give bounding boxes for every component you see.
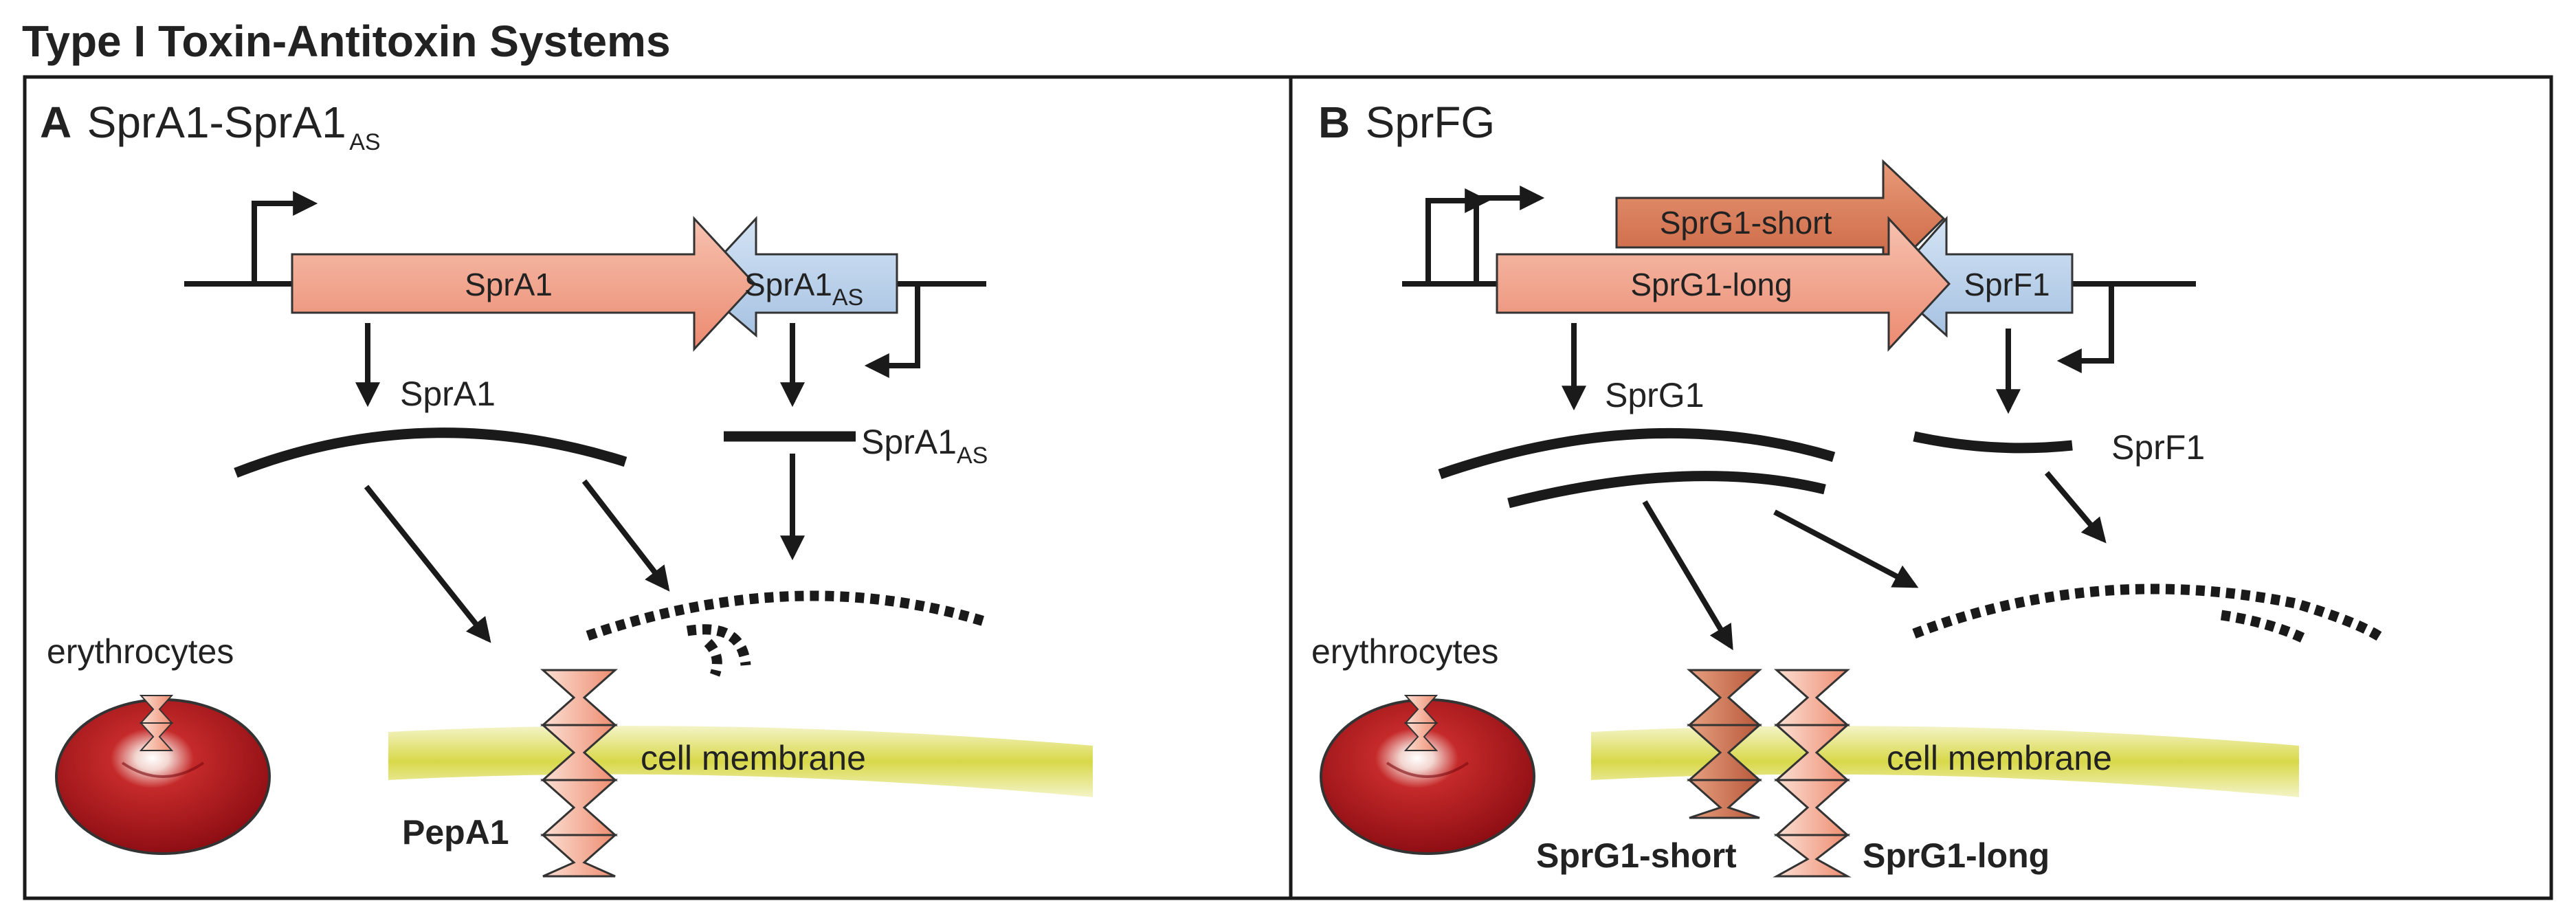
panel-a-toxin-gene-label: SprA1 [465, 267, 553, 302]
panel-a-heading: A SprA1-SprA1 AS [40, 98, 381, 155]
panel-b-letter: B [1318, 98, 1350, 147]
panel-a-antitoxin-gene-text: SprA1 [744, 267, 832, 302]
panel-b-sprg1-short-helix [1687, 669, 1762, 819]
panel-b-heading: B SprFG [1318, 98, 1495, 147]
panel-a-arrow-to-protein [364, 485, 491, 643]
panel-b-cell-membrane [1591, 726, 2299, 797]
panel-a-letter: A [40, 98, 71, 147]
panel-a-erythrocytes-label: erythrocytes [47, 632, 234, 671]
panel-a-antitoxin-gene-sub: AS [832, 285, 863, 311]
panel-b-short-gene-label: SprG1-short [1660, 205, 1832, 241]
panel-b-toxin-rna-short [1507, 471, 1826, 509]
panel-a-rna-antitoxin-text: SprA1 [861, 423, 957, 461]
panel-a-degraded-rna-fragment-2 [704, 638, 722, 677]
figure-title: Type I Toxin-Antitoxin Systems [22, 16, 671, 66]
panel-b-antitoxin-rna [1913, 431, 2073, 454]
panel-b-arrow-to-duplex-toxin [1773, 509, 1919, 588]
panel-a-rna-toxin-label: SprA1 [400, 375, 496, 413]
panel-b-protein-short-label: SprG1-short [1536, 836, 1737, 875]
panel-b-long-gene [1496, 216, 1951, 352]
panel-b-membrane-label: cell membrane [1887, 739, 2112, 777]
panel-b-promoter-arrow-2 [1474, 186, 1545, 284]
panel-b-antitoxin-gene-label: SprF1 [1964, 267, 2050, 302]
panel-b-rna-toxin-label: SprG1 [1605, 376, 1705, 414]
panel-a-pepa1-helix [540, 669, 618, 878]
panel-b-promoter-arrow-1 [1425, 188, 1490, 284]
panel-a: A SprA1-SprA1 AS SprA1 SprA1AS SprA1 Spr… [40, 98, 1093, 878]
panel-a-rna-antitoxin-sub: AS [957, 443, 988, 469]
panel-a-arrow-to-duplex-toxin [581, 479, 670, 592]
panel-a-rna-antitoxin-label: SprA1AS [861, 423, 988, 469]
panel-a-membrane-label: cell membrane [641, 739, 866, 777]
panel-b-degraded-rna [1912, 583, 2385, 643]
panel-a-protein-label: PepA1 [402, 813, 509, 852]
panel-b-frame [1289, 75, 2553, 900]
panel-a-name-sub: AS [349, 129, 380, 155]
panel-a-erythrocyte-helix [139, 695, 174, 751]
panel-a-degraded-rna [586, 590, 988, 641]
panel-a-name: SprA1-SprA1 [87, 98, 346, 147]
panel-b-sprg1-long-helix [1773, 669, 1852, 878]
panel-b-protein-long-label: SprG1-long [1863, 836, 2050, 875]
panel-b-erythrocytes-label: erythrocytes [1311, 632, 1498, 671]
panel-b-rna-antitoxin-label: SprF1 [2111, 428, 2205, 467]
panel-b-toxin-rna-long [1438, 427, 1836, 480]
panel-a-antisense-promoter-arrow [864, 284, 920, 378]
panel-b-arrow-to-duplex-antitoxin [2044, 471, 2107, 544]
panel-a-toxin-gene [291, 216, 757, 352]
panel-b-name: SprFG [1366, 98, 1495, 147]
panel-b: B SprFG SprG1-short SprG1-long SprF1 Spr… [1311, 98, 2385, 878]
panel-a-antitoxin-gene-label: SprA1AS [744, 267, 863, 311]
panel-a-toxin-rna [234, 427, 628, 478]
panel-b-antisense-promoter-arrow [2056, 284, 2114, 373]
panel-a-promoter-arrow [252, 191, 318, 284]
panel-b-long-gene-label: SprG1-long [1630, 267, 1792, 302]
panel-b-arrow-to-protein [1642, 500, 1733, 651]
panel-b-erythrocyte-helix [1403, 695, 1439, 751]
panel-b-degraded-rna-fragment [2220, 610, 2305, 643]
